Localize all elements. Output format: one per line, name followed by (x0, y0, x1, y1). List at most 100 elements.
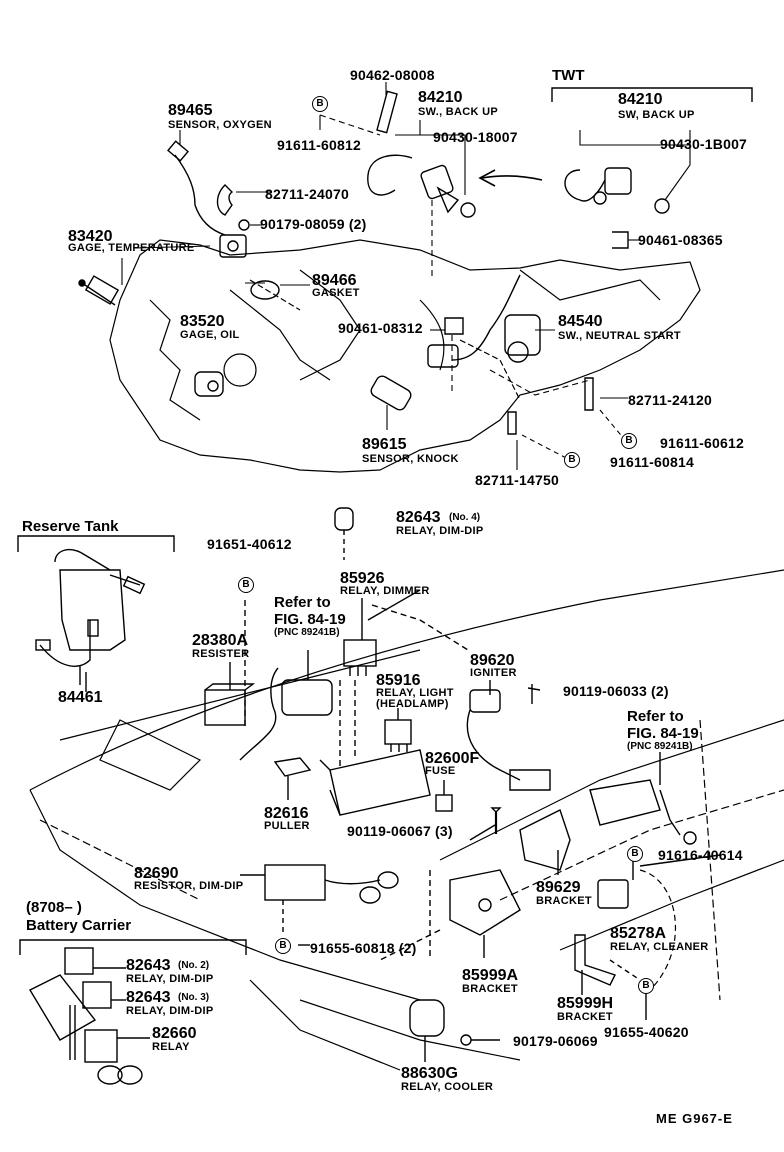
bolt-marker-b: B (238, 577, 254, 593)
part-89615-number[interactable]: 89615 (362, 436, 407, 453)
part-84540-desc: SW., NEUTRAL START (558, 330, 681, 342)
reference-a-line3: (PNC 89241B) (274, 627, 340, 638)
part-84540-number[interactable]: 84540 (558, 313, 603, 330)
part-89620-desc: IGNITER (470, 667, 517, 679)
part-82600f-number[interactable]: 82600F (425, 750, 480, 767)
part-88630g-number[interactable]: 88630G (401, 1065, 458, 1082)
part-85999h-desc: BRACKET (557, 1011, 613, 1023)
part-84210-twt-desc: SW, BACK UP (618, 109, 695, 121)
part-89629-number[interactable]: 89629 (536, 879, 581, 896)
gasket-art (250, 280, 280, 300)
part-91611-60814[interactable]: 91611-60814 (610, 454, 694, 470)
section-reserve-tank: Reserve Tank (22, 518, 119, 535)
flow-arrow (478, 169, 543, 187)
part-85999a-desc: BRACKET (462, 983, 518, 995)
leader-lines-top (121, 82, 691, 470)
part-82711-14750[interactable]: 82711-14750 (475, 472, 559, 488)
relay-dim-dip-no4-art (334, 507, 354, 531)
part-82660-number[interactable]: 82660 (152, 1025, 197, 1042)
part-85999h-number[interactable]: 85999H (557, 995, 614, 1012)
relay-block-art (319, 749, 431, 816)
part-90179-06069[interactable]: 90179-06069 (513, 1033, 598, 1049)
part-90461-08312[interactable]: 90461-08312 (338, 320, 423, 336)
igniter-module-art (589, 779, 697, 845)
reference-b-line1[interactable]: Refer to (627, 708, 684, 725)
part-85916-number[interactable]: 85916 (376, 672, 421, 689)
relay-cleaner-art (597, 879, 629, 909)
part-90430-1b007[interactable]: 90430-1B007 (660, 136, 748, 152)
part-82643-no4-desc: RELAY, DIM-DIP (396, 525, 484, 537)
car-body-outline (29, 569, 784, 1071)
bolt-marker-b: B (312, 96, 328, 112)
section-twt: TWT (552, 67, 585, 84)
part-90430-18007[interactable]: 90430-18007 (433, 129, 518, 145)
part-85926-number[interactable]: 85926 (340, 570, 385, 587)
part-82690-number[interactable]: 82690 (134, 865, 179, 882)
part-28380a-number[interactable]: 28380A (192, 632, 249, 649)
oxygen-sensor-art (167, 140, 247, 258)
part-89466-number[interactable]: 89466 (312, 272, 357, 289)
resistor-dim-dip-art (264, 864, 399, 904)
part-90461-08365[interactable]: 90461-08365 (638, 232, 723, 248)
oil-gage-art (194, 371, 224, 397)
battery-carrier-bracket (19, 939, 247, 955)
part-89465-number[interactable]: 89465 (168, 102, 213, 119)
part-91655-60818[interactable]: 91655-60818 (2) (310, 940, 417, 956)
reference-b-line3: (PNC 89241B) (627, 741, 693, 752)
part-82643-no2-desc: RELAY, DIM-DIP (126, 973, 214, 985)
part-84461[interactable]: 84461 (58, 689, 103, 706)
bolt-marker-b: B (275, 938, 291, 954)
part-82643-no2-number[interactable]: 82643 (126, 957, 171, 974)
part-89615-desc: SENSOR, KNOCK (362, 453, 459, 465)
reference-a-line2[interactable]: FIG. 84-19 (274, 611, 346, 628)
part-82660-desc: RELAY (152, 1041, 190, 1053)
part-91655-40620[interactable]: 91655-40620 (604, 1024, 689, 1040)
part-88630g-desc: RELAY, COOLER (401, 1081, 494, 1093)
part-89466-desc: GASKET (312, 287, 360, 299)
part-82643-no4-number[interactable]: 82643 (396, 509, 441, 526)
bolt-marker-b: B (638, 978, 654, 994)
part-91616-40614[interactable]: 91616-40614 (658, 847, 743, 863)
battery-carrier-art (29, 947, 143, 1085)
part-90179-08059[interactable]: 90179-08059 (2) (260, 216, 367, 232)
part-91611-60612[interactable]: 91611-60612 (660, 435, 744, 451)
diagram-code: ME G967-E (656, 1111, 733, 1126)
part-84210-number[interactable]: 84210 (418, 89, 463, 106)
reserve-tank-bracket (17, 535, 175, 552)
part-82711-24120[interactable]: 82711-24120 (628, 392, 712, 408)
engine-outline (109, 239, 701, 473)
reference-b-line2[interactable]: FIG. 84-19 (627, 725, 699, 742)
part-84210-twt-number[interactable]: 84210 (618, 91, 663, 108)
part-85916-desc: RELAY, LIGHT (376, 687, 454, 699)
part-90119-06067[interactable]: 90119-06067 (3) (347, 823, 453, 839)
part-84210-desc: SW., BACK UP (418, 106, 498, 118)
bolt-marker-b: B (564, 452, 580, 468)
part-83520-desc: GAGE, OIL (180, 329, 240, 341)
part-91651-40612[interactable]: 91651-40612 (207, 536, 292, 552)
part-83520-number[interactable]: 83520 (180, 313, 225, 330)
part-85999a-number[interactable]: 85999A (462, 967, 519, 984)
part-83420-number[interactable]: 83420 (68, 228, 113, 245)
part-90119-06033[interactable]: 90119-06033 (2) (563, 683, 669, 699)
bolt-marker-b: B (627, 846, 643, 862)
part-82616-number[interactable]: 82616 (264, 805, 309, 822)
part-90462-08008[interactable]: 90462-08008 (350, 67, 435, 83)
part-82643-no4-note: (No. 4) (449, 512, 481, 523)
relay-light-art (384, 719, 412, 752)
section-battery-carrier-code: (8708– ) (26, 899, 82, 916)
wiring-harness-a-art (239, 650, 333, 761)
part-82600f-desc: FUSE (425, 765, 456, 777)
part-89620-number[interactable]: 89620 (470, 652, 515, 669)
part-82643-no3-number[interactable]: 82643 (126, 989, 171, 1006)
part-85278a-number[interactable]: 85278A (610, 925, 667, 942)
part-85926-desc: RELAY, DIMMER (340, 585, 430, 597)
part-89465-desc: SENSOR, OXYGEN (168, 119, 272, 131)
part-85916-desc2: (HEADLAMP) (376, 698, 449, 710)
part-91611-60812[interactable]: 91611-60812 (277, 137, 361, 153)
nut-90179-06069-art (460, 1034, 472, 1046)
reference-a-line1[interactable]: Refer to (274, 594, 331, 611)
part-82643-no3-desc: RELAY, DIM-DIP (126, 1005, 214, 1017)
neutral-start-switch-art (427, 274, 541, 368)
part-82711-24070[interactable]: 82711-24070 (265, 186, 349, 202)
